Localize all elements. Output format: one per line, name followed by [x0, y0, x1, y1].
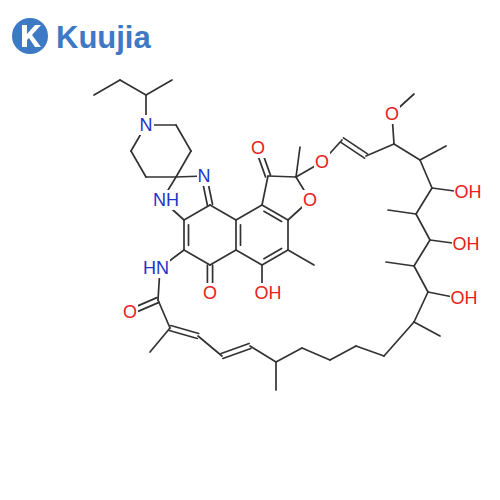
- bond-line: [366, 144, 394, 156]
- bond-line: [420, 146, 446, 160]
- bond-line: [262, 176, 268, 205]
- atom-label: O: [302, 190, 318, 210]
- atom-label: N: [139, 115, 154, 135]
- bond-line: [184, 205, 210, 220]
- logo-circle: [12, 18, 48, 54]
- bond-line: [388, 210, 416, 214]
- bond-line: [210, 205, 236, 220]
- bond-line: [188, 225, 190, 245]
- bond-line: [288, 250, 314, 265]
- bond-line: [176, 151, 191, 177]
- logo-glyph: [22, 25, 41, 47]
- bond-line: [176, 125, 191, 151]
- bond-line: [296, 147, 300, 177]
- atom-label: O: [384, 104, 400, 124]
- bond-line: [223, 348, 251, 358]
- bond-line: [250, 346, 276, 362]
- atom-label: O: [122, 302, 138, 322]
- atom-label: O: [250, 138, 266, 158]
- bond-line: [236, 250, 262, 265]
- bond-line: [264, 211, 282, 221]
- atom-label: OH: [452, 234, 481, 254]
- bond-line: [120, 80, 146, 95]
- bond-line: [275, 362, 277, 390]
- bond-line: [150, 328, 170, 352]
- bond-line: [198, 336, 222, 356]
- bond-line: [184, 250, 210, 265]
- atom-label: N: [197, 166, 212, 186]
- bond-line: [416, 188, 432, 214]
- bond-line: [158, 300, 170, 328]
- bond-line: [221, 344, 249, 354]
- bond-line: [341, 142, 365, 158]
- bond-line: [131, 151, 146, 177]
- bond-line: [386, 262, 414, 266]
- atom-label: OH: [450, 288, 479, 308]
- bond-line: [414, 266, 428, 292]
- atom-label: OH: [454, 182, 483, 202]
- atom-label: O: [202, 283, 218, 303]
- bond-line: [235, 220, 237, 250]
- bond-line: [287, 220, 289, 250]
- bond-line: [268, 176, 296, 177]
- logo-text: Kuujia: [56, 22, 151, 53]
- bond-line: [384, 322, 414, 356]
- bond-line: [276, 348, 302, 362]
- bond-line: [394, 144, 420, 160]
- bond-line: [171, 326, 199, 334]
- bond-line: [264, 249, 282, 259]
- bond-line: [356, 346, 384, 356]
- bond-line: [183, 220, 185, 250]
- bond-line: [94, 80, 120, 95]
- bond-line: [420, 160, 432, 188]
- bond-group: [94, 80, 462, 390]
- bond-line: [414, 240, 430, 266]
- atom-label: OH: [254, 283, 283, 303]
- bond-line: [146, 176, 176, 178]
- atom-label: O: [314, 152, 330, 172]
- bond-line: [302, 348, 330, 360]
- bond-line: [416, 214, 430, 240]
- bond-line: [236, 205, 262, 220]
- bond-line: [414, 322, 440, 336]
- bond-line: [146, 80, 172, 95]
- atom-label: HN: [142, 258, 170, 278]
- bond-line: [210, 250, 236, 265]
- bond-line: [414, 292, 428, 322]
- logo-icon: [12, 18, 48, 54]
- bond-line: [330, 346, 356, 360]
- bond-line: [240, 225, 242, 245]
- atom-label: NH: [152, 190, 180, 210]
